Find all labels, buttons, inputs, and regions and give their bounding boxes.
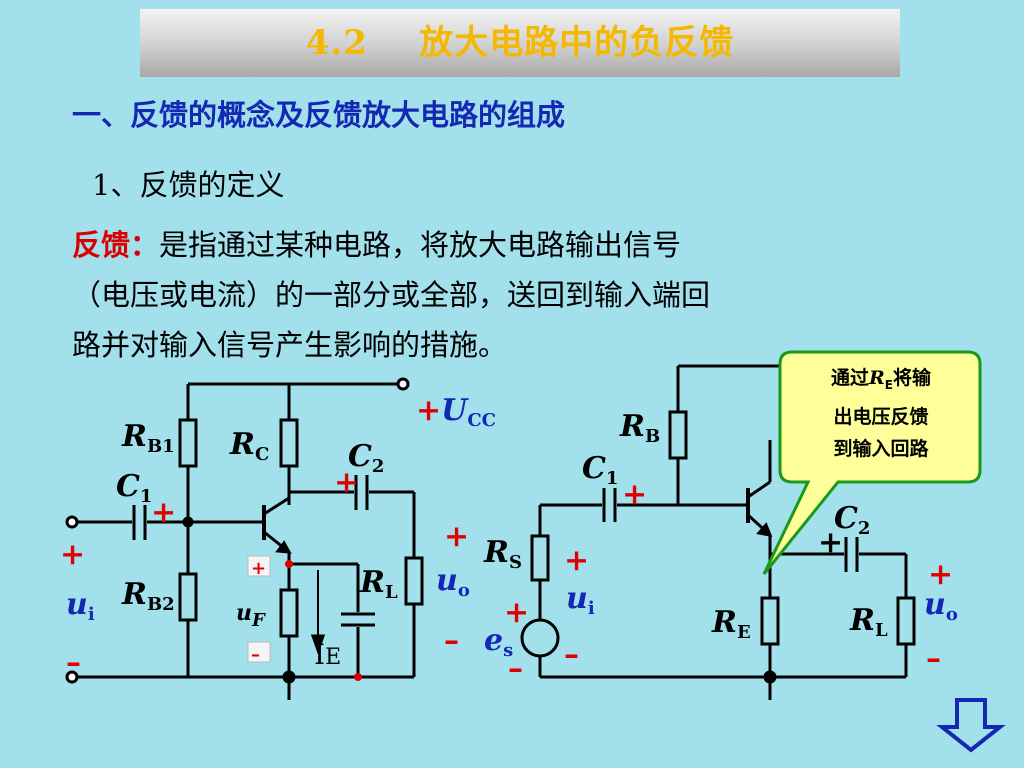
right-ui-minus: – <box>564 637 579 672</box>
callout-line-1: 通过RE将输 <box>830 367 932 392</box>
rb1-resistor <box>178 418 198 468</box>
c2-label: C2 <box>348 439 384 477</box>
right-c2-label: C2 <box>834 501 870 539</box>
rc-label: RC <box>229 427 269 465</box>
right-c1-label: C1 <box>582 451 618 489</box>
subsection-heading: 1、反馈的定义 <box>92 168 285 202</box>
input-terminal <box>65 515 79 529</box>
definition-line-3: 路并对输入信号产生影响的措施。 <box>72 328 508 362</box>
uf-minus: – <box>251 644 260 665</box>
title-bar: 4.2 放大电路中的负反馈 <box>140 9 900 77</box>
uf-plus: + <box>251 558 266 579</box>
down-arrow-icon[interactable] <box>936 698 1006 753</box>
rc-resistor <box>279 418 299 468</box>
right-ui-plus: + <box>564 543 589 578</box>
definition-paragraph: 反馈：是指通过某种电路，将放大电路输出信号 （电压或电流）的一部分或全部，送回到… <box>72 220 972 370</box>
slide-title: 4.2 放大电路中的负反馈 <box>305 23 735 63</box>
uo-minus: – <box>444 623 459 658</box>
rs-label: RS <box>483 535 522 573</box>
right-re-resistor <box>760 596 780 646</box>
es-label: es <box>484 623 513 661</box>
right-c2-plus: + <box>818 525 843 560</box>
ie-label: IE <box>314 638 341 671</box>
right-ui-label: ui <box>566 581 595 619</box>
definition-text-1: 是指通过某种电路，将放大电路输出信号 <box>159 228 682 262</box>
uo-label: uo <box>436 563 470 601</box>
uf-label: uF <box>236 600 266 631</box>
ucc-terminal <box>396 377 410 391</box>
right-rb-label: RB <box>619 409 660 447</box>
callout-line-3: 到输入回路 <box>833 437 929 460</box>
c2-plus: + <box>334 465 359 500</box>
right-rl-label: RL <box>849 603 888 641</box>
rb1-label: RB1 <box>121 419 175 457</box>
rl-resistor <box>404 556 424 606</box>
es-minus: – <box>508 651 523 686</box>
ucc-label: +UCC <box>416 393 496 431</box>
left-circuit <box>65 377 424 700</box>
rb2-resistor <box>178 572 198 622</box>
ie-arrow-icon <box>310 634 326 655</box>
right-uo-label: uo <box>924 587 958 625</box>
es-plus: + <box>504 595 529 630</box>
right-uo-plus: + <box>928 557 953 592</box>
right-rl-resistor <box>896 596 916 646</box>
right-uo-minus: – <box>926 641 941 676</box>
definition-line-2: （电压或电流）的一部分或全部，送回到输入端回 <box>72 278 711 312</box>
uo-plus: + <box>444 519 469 554</box>
definition-line-1: 反馈：是指通过某种电路，将放大电路输出信号 <box>72 220 972 270</box>
rl-label: RL <box>359 565 398 603</box>
ui-minus: – <box>66 645 81 680</box>
section-heading: 一、反馈的概念及反馈放大电路的组成 <box>72 98 566 132</box>
callout-line-2: 出电压反馈 <box>833 405 929 428</box>
c1-plus: + <box>151 495 176 530</box>
right-re-label: RE <box>711 605 751 643</box>
right-circuit <box>520 364 916 700</box>
definition-term: 反馈： <box>72 228 160 262</box>
rs-resistor <box>530 534 550 582</box>
ui-plus: + <box>60 537 85 572</box>
c1-label: C1 <box>116 469 152 507</box>
callout-bubble <box>762 350 982 575</box>
re-resistor <box>279 588 299 638</box>
callout-text: 通过RE将输 出电压反馈 到输入回路 <box>786 362 976 465</box>
ui-label: ui <box>66 587 95 625</box>
right-rb-resistor <box>668 410 688 460</box>
rb2-label: RB2 <box>121 577 175 615</box>
right-c1-plus: + <box>622 477 647 512</box>
